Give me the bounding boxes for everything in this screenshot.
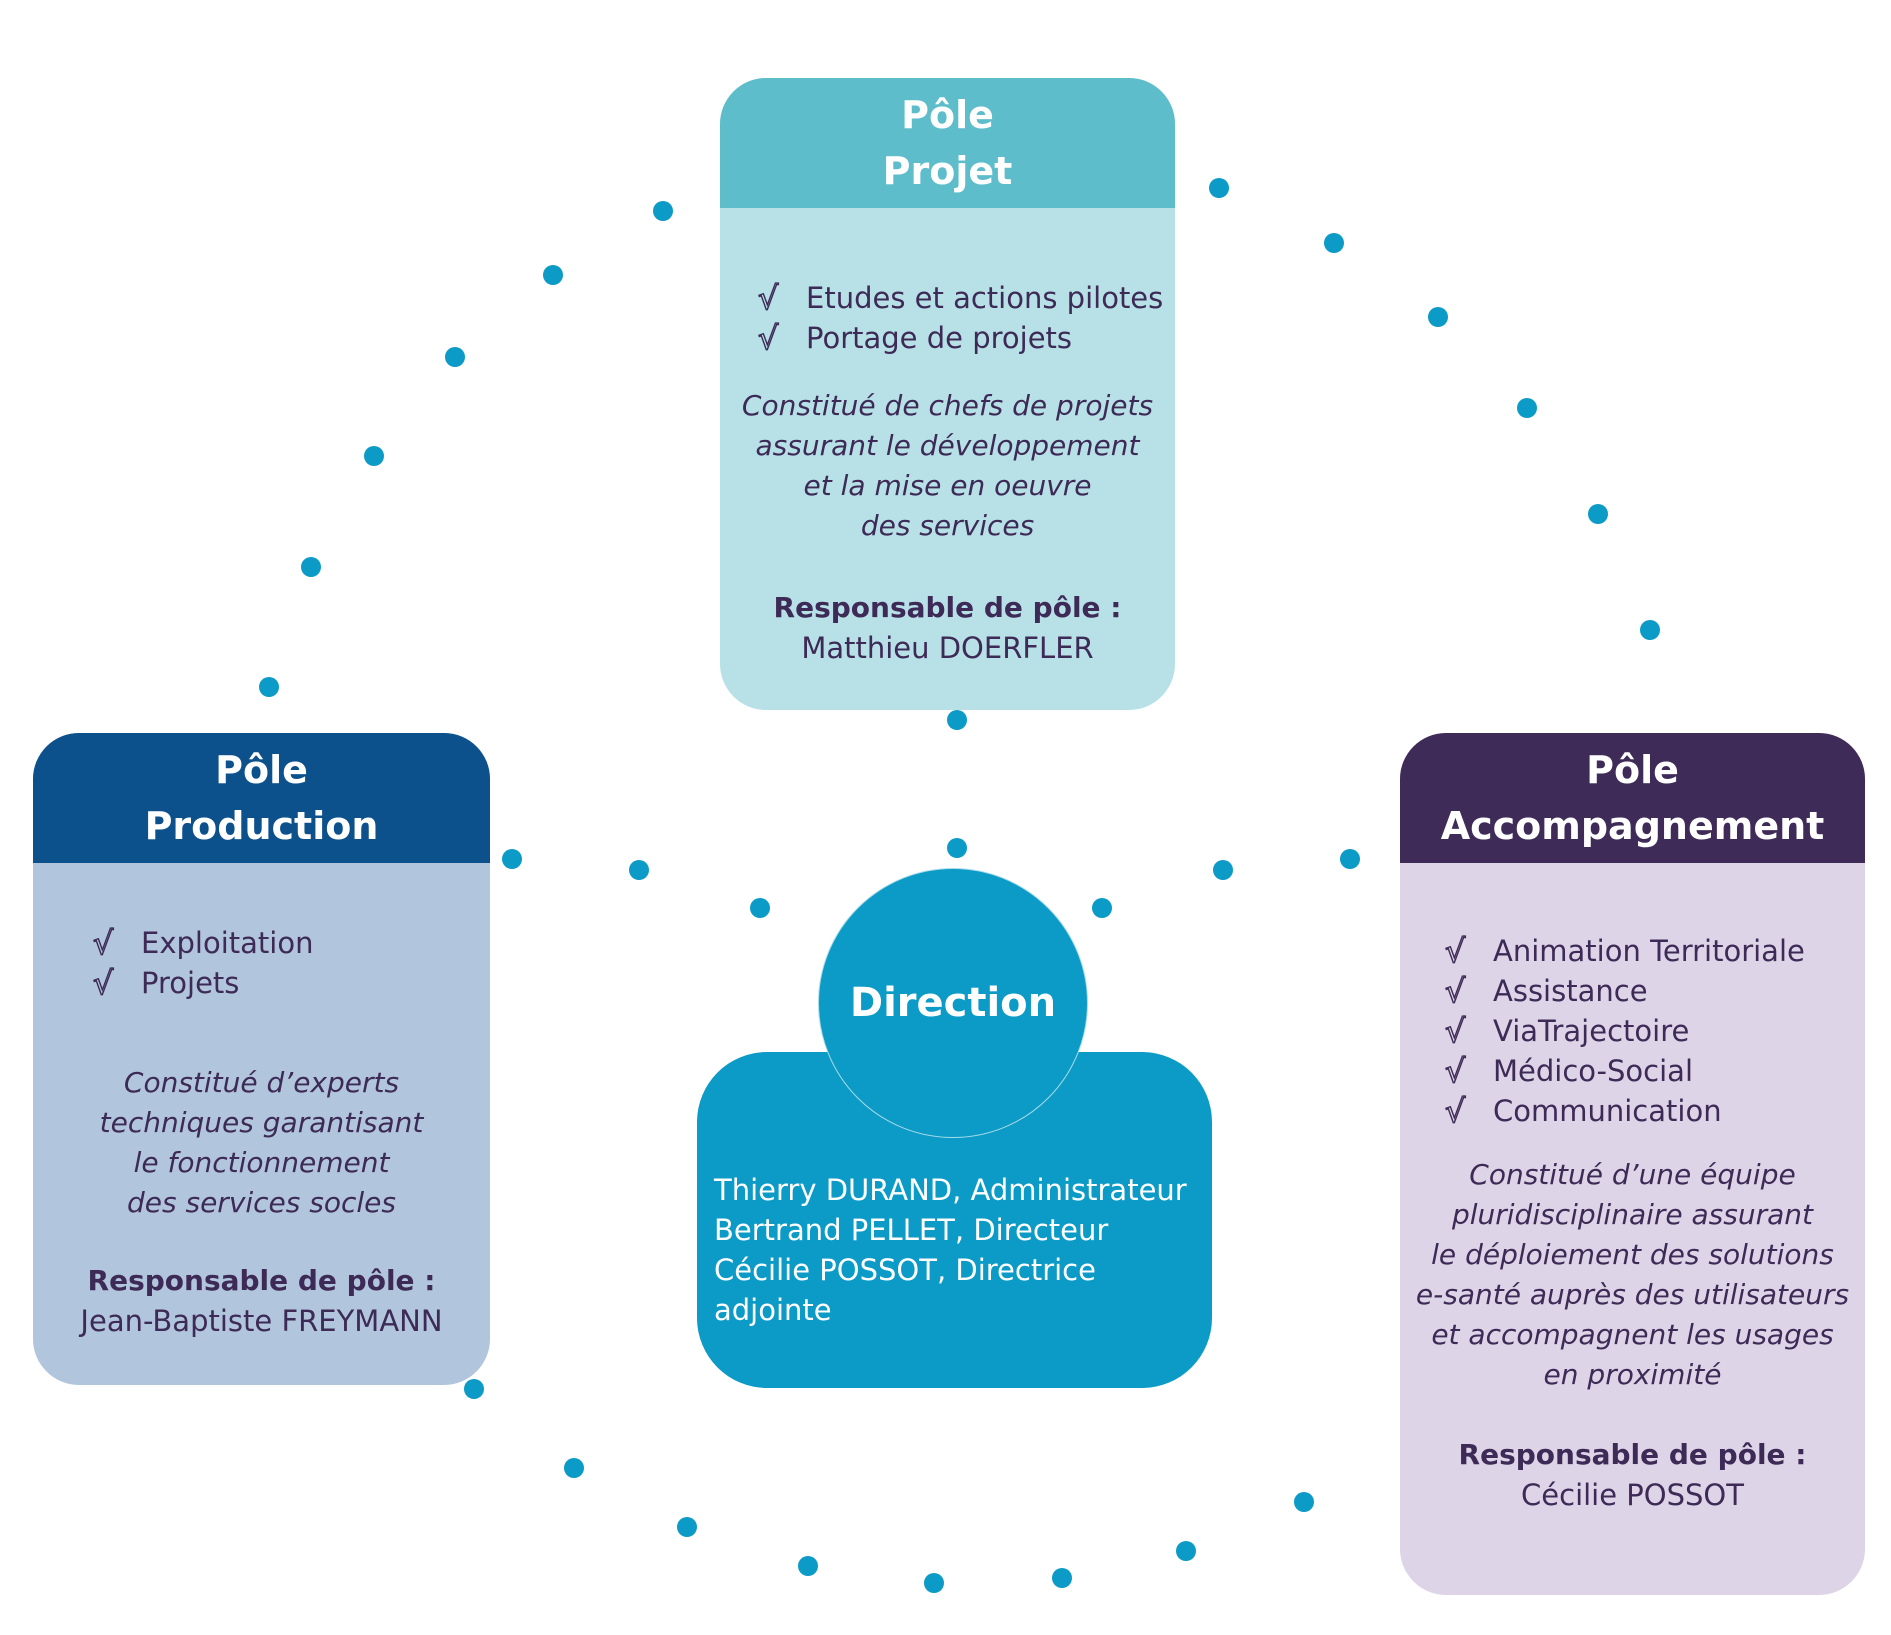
pole-production-description: Constitué d’experts techniques garantisa… bbox=[99, 1066, 424, 1219]
checklist-item: √Animation Territoriale bbox=[1444, 932, 1805, 970]
checklist-item: √Projets bbox=[92, 964, 240, 1002]
pole-accompagnement-checklist: √Animation Territoriale √Assistance √Via… bbox=[1444, 931, 1805, 1131]
check-icon: √ bbox=[1444, 1052, 1466, 1090]
pole-accompagnement-description: Constitué d’une équipe pluridisciplinair… bbox=[1415, 1158, 1850, 1391]
pole-accompagnement-header: Pôle Accompagnement bbox=[1400, 733, 1865, 863]
connector-dot bbox=[1209, 178, 1229, 198]
connector-dot bbox=[1092, 898, 1112, 918]
direction-member: Cécilie POSSOT, Directrice bbox=[714, 1253, 1096, 1287]
pole-accompagnement-responsable-name: Cécilie POSSOT bbox=[1521, 1478, 1744, 1512]
connector-dot bbox=[750, 898, 770, 918]
connector-dot bbox=[1588, 504, 1608, 524]
check-icon: √ bbox=[1444, 1092, 1466, 1130]
connector-dot bbox=[364, 446, 384, 466]
pole-projet-description: Constitué de chefs de projets assurant l… bbox=[741, 389, 1154, 542]
pole-projet-responsable-label: Responsable de pôle : bbox=[773, 591, 1122, 624]
direction-circle: Direction bbox=[818, 868, 1088, 1138]
connector-dot bbox=[1052, 1568, 1072, 1588]
check-icon: √ bbox=[1444, 1012, 1466, 1050]
pole-production-responsable-name: Jean-Baptiste FREYMANN bbox=[80, 1304, 443, 1338]
connector-dot bbox=[947, 710, 967, 730]
direction-title: Direction bbox=[849, 980, 1057, 1026]
pole-production-title-line1: Pôle bbox=[215, 748, 308, 792]
pole-production-checklist: √Exploitation √Projets bbox=[92, 923, 314, 1003]
checklist-item: √Etudes et actions pilotes bbox=[757, 279, 1164, 317]
check-icon: √ bbox=[1444, 972, 1466, 1010]
connector-dot bbox=[259, 677, 279, 697]
pole-projet-title-line1: Pôle bbox=[901, 93, 994, 137]
connector-dot bbox=[924, 1573, 944, 1593]
connector-dot bbox=[445, 347, 465, 367]
check-icon: √ bbox=[92, 964, 114, 1002]
direction-member: Bertrand PELLET, Directeur bbox=[714, 1213, 1109, 1247]
connector-dot bbox=[543, 265, 563, 285]
pole-projet-checklist: √Etudes et actions pilotes √Portage de p… bbox=[757, 278, 1164, 358]
check-icon: √ bbox=[757, 319, 779, 357]
connector-dot bbox=[1294, 1492, 1314, 1512]
pole-projet-header: Pôle Projet bbox=[720, 78, 1175, 208]
connector-dot bbox=[1213, 860, 1233, 880]
check-icon: √ bbox=[757, 279, 779, 317]
checklist-item: √Médico-Social bbox=[1444, 1052, 1693, 1090]
checklist-item: √Exploitation bbox=[92, 924, 314, 962]
connector-dot bbox=[1428, 307, 1448, 327]
connector-dot bbox=[798, 1556, 818, 1576]
connector-dot bbox=[1640, 620, 1660, 640]
connector-dot bbox=[1517, 398, 1537, 418]
check-icon: √ bbox=[1444, 932, 1466, 970]
connector-dot bbox=[947, 838, 967, 858]
pole-projet-title-line2: Projet bbox=[882, 149, 1013, 193]
checklist-item: √Communication bbox=[1444, 1092, 1722, 1130]
direction-member: Thierry DURAND, Administrateur bbox=[714, 1173, 1187, 1207]
connector-dot bbox=[1340, 849, 1360, 869]
checklist-item: √Portage de projets bbox=[757, 319, 1073, 357]
pole-accompagnement-responsable-label: Responsable de pôle : bbox=[1458, 1438, 1807, 1471]
connector-dot bbox=[301, 557, 321, 577]
connector-dot bbox=[653, 201, 673, 221]
pole-projet-responsable-name: Matthieu DOERFLER bbox=[801, 631, 1094, 665]
direction-members: Thierry DURAND, Administrateur Bertrand … bbox=[714, 1170, 1187, 1330]
connector-dot bbox=[677, 1517, 697, 1537]
connector-dot bbox=[629, 860, 649, 880]
connector-dot bbox=[502, 849, 522, 869]
pole-accompagnement-card: Pôle Accompagnement √Animation Territori… bbox=[1400, 733, 1865, 1595]
pole-production-header: Pôle Production bbox=[33, 733, 490, 863]
checklist-item: √Assistance bbox=[1444, 972, 1648, 1010]
connector-dot bbox=[564, 1458, 584, 1478]
pole-production-card: Pôle Production √Exploitation √Projets C… bbox=[33, 733, 490, 1385]
pole-accompagnement-title-line1: Pôle bbox=[1586, 748, 1679, 792]
connector-dot bbox=[464, 1379, 484, 1399]
connector-dot bbox=[1324, 233, 1344, 253]
pole-accompagnement-title-line2: Accompagnement bbox=[1440, 804, 1825, 848]
pole-projet-card: Pôle Projet √Etudes et actions pilotes √… bbox=[720, 78, 1175, 710]
pole-production-responsable-label: Responsable de pôle : bbox=[87, 1264, 436, 1297]
checklist-item: √ViaTrajectoire bbox=[1444, 1012, 1690, 1050]
connector-dot bbox=[1176, 1541, 1196, 1561]
check-icon: √ bbox=[92, 924, 114, 962]
pole-production-title-line2: Production bbox=[144, 804, 379, 848]
direction-member: adjointe bbox=[714, 1293, 832, 1327]
